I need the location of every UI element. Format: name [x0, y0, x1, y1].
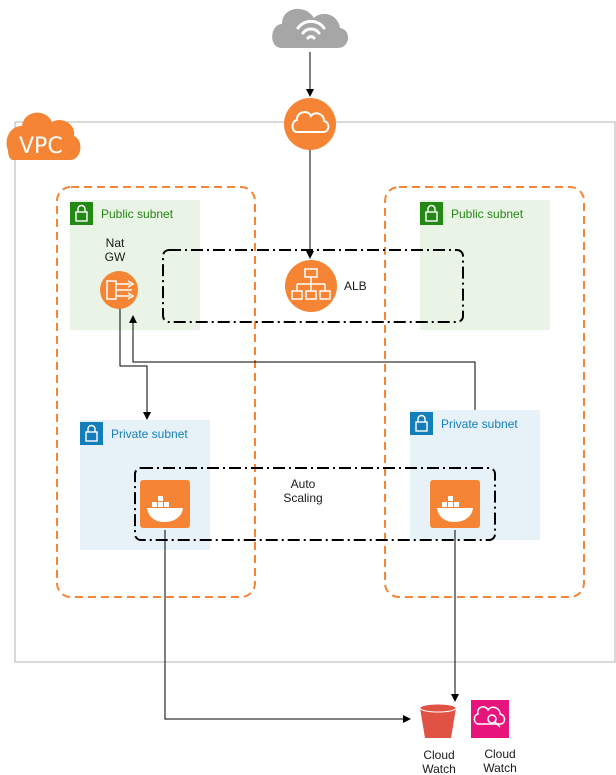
public-subnet-left-label: Public subnet	[101, 207, 174, 221]
alb-group	[162, 249, 464, 323]
availability-zone-left	[56, 186, 256, 598]
vpc-badge: VPC	[6, 112, 81, 160]
auto-scaling-label-line1: Auto	[291, 477, 316, 491]
load-balancer-icon	[285, 260, 337, 312]
private-subnet-right-label: Private subnet	[441, 417, 518, 431]
bucket-label-line1: Cloud	[423, 748, 454, 762]
connector-nat-to-private-left	[119, 308, 151, 420]
cloud-gateway-icon	[284, 98, 336, 150]
private-subnet-left-label: Private subnet	[111, 427, 188, 441]
lock-icon	[70, 202, 93, 225]
cloudwatch-label-line2: Watch	[483, 761, 517, 775]
lock-icon	[410, 412, 433, 435]
nat-label-line2: GW	[105, 250, 126, 264]
nat-label-line1: Nat	[106, 236, 125, 250]
lock-icon	[420, 202, 443, 225]
internet-cloud-icon	[272, 8, 349, 48]
vpc-label: VPC	[19, 134, 63, 159]
docker-container-icon	[140, 480, 190, 528]
nat-gateway-icon	[100, 271, 138, 309]
docker-container-icon	[430, 480, 480, 528]
connector-private-right-to-nat	[129, 315, 476, 410]
bucket-label-line2: Watch	[422, 762, 456, 775]
lock-icon	[80, 422, 103, 445]
auto-scaling-label-line2: Scaling	[283, 491, 322, 505]
cloudwatch-icon	[471, 700, 509, 738]
s3-bucket-icon	[419, 703, 457, 738]
connector-container-left-to-bucket	[164, 530, 411, 723]
auto-scaling-group	[134, 467, 496, 541]
availability-zone-right	[384, 186, 585, 598]
public-subnet-right-label: Public subnet	[451, 207, 524, 221]
cloudwatch-label-line1: Cloud	[484, 747, 515, 761]
alb-label: ALB	[344, 279, 367, 293]
